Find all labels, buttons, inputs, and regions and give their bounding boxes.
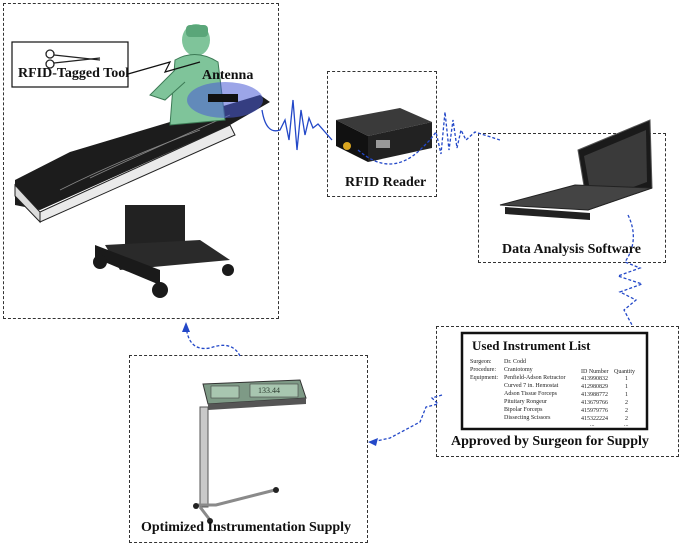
surgeon-value: Dr. Codd [504, 359, 527, 365]
col-qty-header: Quantity [614, 369, 635, 375]
row-3-qty: 1 [625, 392, 628, 398]
approved-label: Approved by Surgeon for Supply [451, 434, 649, 449]
operating-table [14, 95, 270, 298]
row-3-id: 413988772 [581, 392, 608, 398]
scissors-icon [45, 49, 101, 69]
supply-label: Optimized Instrumentation Supply [141, 520, 352, 535]
supply-frame [129, 355, 368, 543]
software-label: Data Analysis Software [502, 242, 641, 257]
row-1-qty: 1 [625, 376, 628, 382]
row-4-name: Pituitary Rongeur [504, 399, 547, 405]
callout-pointer [127, 61, 201, 75]
row-6-id: 415322224 [581, 416, 608, 422]
signal-wave-2 [357, 111, 501, 165]
row-3-name: Adson Tissue Forceps [504, 391, 558, 397]
rfid-reader-device [336, 108, 432, 162]
list-ellipsis-qty: ... [624, 422, 629, 428]
procedure-key: Procedure: [470, 367, 496, 373]
instrument-list-title: Used Instrument List [472, 338, 591, 353]
row-5-qty: 2 [625, 408, 628, 414]
col-id-header: ID Number [581, 369, 609, 375]
row-6-name: Dissecting Scissors [504, 415, 551, 421]
list-ellipsis-id: ... [590, 422, 595, 428]
return-arrow [185, 324, 241, 357]
row-5-id: 415979776 [581, 408, 608, 414]
operating-room-frame [3, 3, 279, 319]
row-4-qty: 2 [625, 400, 628, 406]
signal-wave-1 [261, 99, 333, 151]
instrument-list-card [460, 331, 649, 431]
signal-wave-3 [616, 214, 644, 326]
instrument-stand [193, 379, 307, 524]
antenna-label: Antenna [202, 68, 254, 83]
surgeon-key: Surgeon: [470, 359, 492, 365]
laptop-icon [499, 119, 653, 220]
row-2-id: 412980829 [581, 384, 608, 390]
signal-wave-4 [371, 394, 443, 443]
equipment-key: Equipment: [470, 375, 498, 381]
row-1-id: 413990832 [581, 376, 608, 382]
row-1-name: Penfield-Adson Retractor [504, 375, 566, 381]
reader-label: RFID Reader [345, 175, 427, 190]
row-2-name: Curved 7 in. Hemostat [504, 383, 559, 389]
antenna-pad [208, 94, 238, 102]
instrument-list-frame [436, 326, 679, 457]
stand-display-readout: 133.44 [258, 386, 280, 395]
tagged-tool-label: RFID-Tagged Tool [18, 66, 130, 81]
tagged-tool-callout [11, 41, 129, 88]
row-4-id: 413679766 [581, 400, 608, 406]
row-2-qty: 1 [625, 384, 628, 390]
row-5-name: Bipolar Forceps [504, 407, 543, 413]
software-frame [478, 133, 666, 263]
procedure-value: Craniotomy [504, 367, 533, 373]
row-6-qty: 2 [625, 416, 628, 422]
